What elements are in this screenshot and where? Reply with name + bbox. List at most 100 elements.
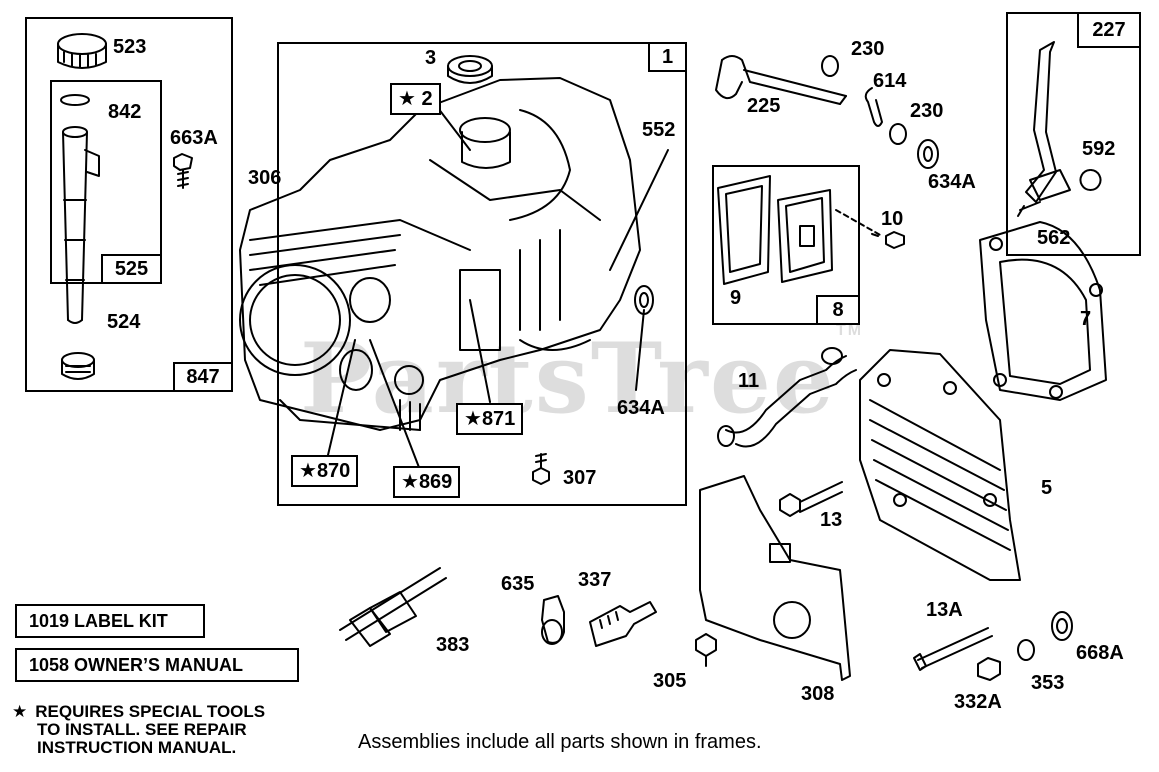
- part-label-306: 306: [248, 167, 282, 189]
- stud-13A: [913, 627, 993, 671]
- leader-634A: [635, 309, 645, 391]
- screw-663A: [173, 153, 193, 189]
- starred-part-869: ★869: [393, 466, 461, 498]
- part-label-230-top: 230: [851, 38, 885, 60]
- part-label-353: 353: [1031, 672, 1065, 694]
- part-label-337: 337: [578, 569, 612, 591]
- part-label-562: 562: [1037, 227, 1071, 249]
- frame-847: [25, 17, 233, 392]
- frame-8: [712, 165, 860, 325]
- part-number: 2: [421, 88, 433, 110]
- seal-668A: [1051, 611, 1073, 641]
- washer-353: [1017, 639, 1035, 661]
- starred-part-870: ★870: [291, 455, 359, 487]
- head-gasket: [979, 221, 1107, 401]
- breather-tube: [717, 347, 857, 448]
- part-label-230-lower: 230: [910, 100, 944, 122]
- frame-525-label: 525: [101, 254, 162, 284]
- part-label-842: 842: [108, 101, 142, 123]
- part-label-5: 5: [1041, 477, 1053, 499]
- part-label-10: 10: [881, 208, 904, 230]
- frame-227: [1006, 12, 1141, 256]
- spark-plug: [589, 601, 657, 647]
- part-label-668A: 668A: [1076, 642, 1124, 664]
- cylinder-head: [859, 349, 1021, 581]
- seal-3: [447, 55, 493, 84]
- part-label-635: 635: [501, 573, 535, 595]
- part-label-663A: 663A: [170, 127, 218, 149]
- part-label-523: 523: [113, 36, 147, 58]
- trademark-mark: TM: [835, 322, 864, 339]
- part-label-634A-shaft: 634A: [928, 171, 976, 193]
- star-icon: ★: [401, 471, 419, 493]
- part-label-308: 308: [801, 683, 835, 705]
- part-label-3: 3: [425, 47, 437, 69]
- frame-1: [277, 42, 687, 506]
- screw-307: [532, 453, 550, 485]
- cylinder-baffle: [699, 475, 851, 681]
- o-ring: [60, 94, 90, 106]
- part-number: 870: [316, 460, 351, 482]
- star-icon: ★: [464, 408, 482, 430]
- breather-cover: [777, 189, 833, 283]
- part-label-13A: 13A: [926, 599, 963, 621]
- note-line-1: REQUIRES SPECIAL TOOLS: [35, 702, 266, 721]
- screw-305: [695, 633, 717, 667]
- spark-plug-boot: [541, 595, 565, 645]
- seal-634A: [634, 285, 654, 315]
- engine-block: [239, 77, 641, 431]
- washer-230-b: [889, 123, 907, 145]
- frame-1-label: 1: [648, 42, 687, 72]
- part-label-634A-block: 634A: [617, 397, 665, 419]
- star-icon: ★: [398, 88, 416, 110]
- dipstick-tube: [62, 126, 100, 324]
- frame-8-label: 8: [816, 295, 860, 325]
- special-tool-383: [339, 567, 447, 647]
- part-label-305: 305: [653, 670, 687, 692]
- nut-332A: [977, 657, 1001, 681]
- leader-870: [327, 339, 356, 456]
- part-label-524: 524: [107, 311, 141, 333]
- part-label-7: 7: [1080, 308, 1092, 330]
- star-icon: ★: [299, 460, 317, 482]
- leader-552: [609, 149, 669, 271]
- governor-lever: [1017, 41, 1102, 217]
- hitch-pin-614: [864, 87, 883, 127]
- seal-634A-b: [917, 139, 939, 169]
- part-label-11: 11: [738, 370, 760, 392]
- part-label-13: 13: [820, 509, 843, 531]
- part-label-9: 9: [730, 287, 742, 309]
- part-number: 869: [418, 471, 453, 493]
- part-label-307: 307: [563, 467, 597, 489]
- frame-847-label: 847: [173, 362, 233, 392]
- footer-caption: Assemblies include all parts shown in fr…: [358, 731, 762, 753]
- leader-871: [469, 299, 491, 403]
- screw-10: [871, 231, 905, 249]
- leader-2: [437, 107, 471, 151]
- note-line-3: INSTRUCTION MANUAL.: [37, 738, 237, 757]
- note-line-2: TO INSTALL. SEE REPAIR: [37, 720, 247, 739]
- part-label-383: 383: [436, 634, 470, 656]
- star-icon: ★: [12, 702, 28, 721]
- part-label-592: 592: [1082, 138, 1116, 160]
- part-number: 871: [481, 408, 516, 430]
- washer-230-a: [821, 55, 839, 77]
- breather-gasket: [717, 175, 771, 285]
- leader-869: [369, 339, 421, 471]
- dipstick-cap: [57, 33, 107, 69]
- label-kit-box: 1019 LABEL KIT: [15, 604, 205, 638]
- starred-part-2: ★ 2: [390, 83, 441, 115]
- starred-part-871: ★871: [456, 403, 524, 435]
- special-tools-note: ★ REQUIRES SPECIAL TOOLS TO INSTALL. SEE…: [12, 703, 265, 757]
- part-label-225: 225: [747, 95, 781, 117]
- grommet: [61, 352, 95, 380]
- frame-227-label: 227: [1077, 12, 1141, 48]
- owners-manual-box: 1058 OWNER’S MANUAL: [15, 648, 299, 682]
- part-label-332A: 332A: [954, 691, 1002, 713]
- governor-shaft: [715, 55, 847, 105]
- part-label-614: 614: [873, 70, 907, 92]
- bolt-13: [779, 481, 843, 517]
- part-label-552: 552: [642, 119, 676, 141]
